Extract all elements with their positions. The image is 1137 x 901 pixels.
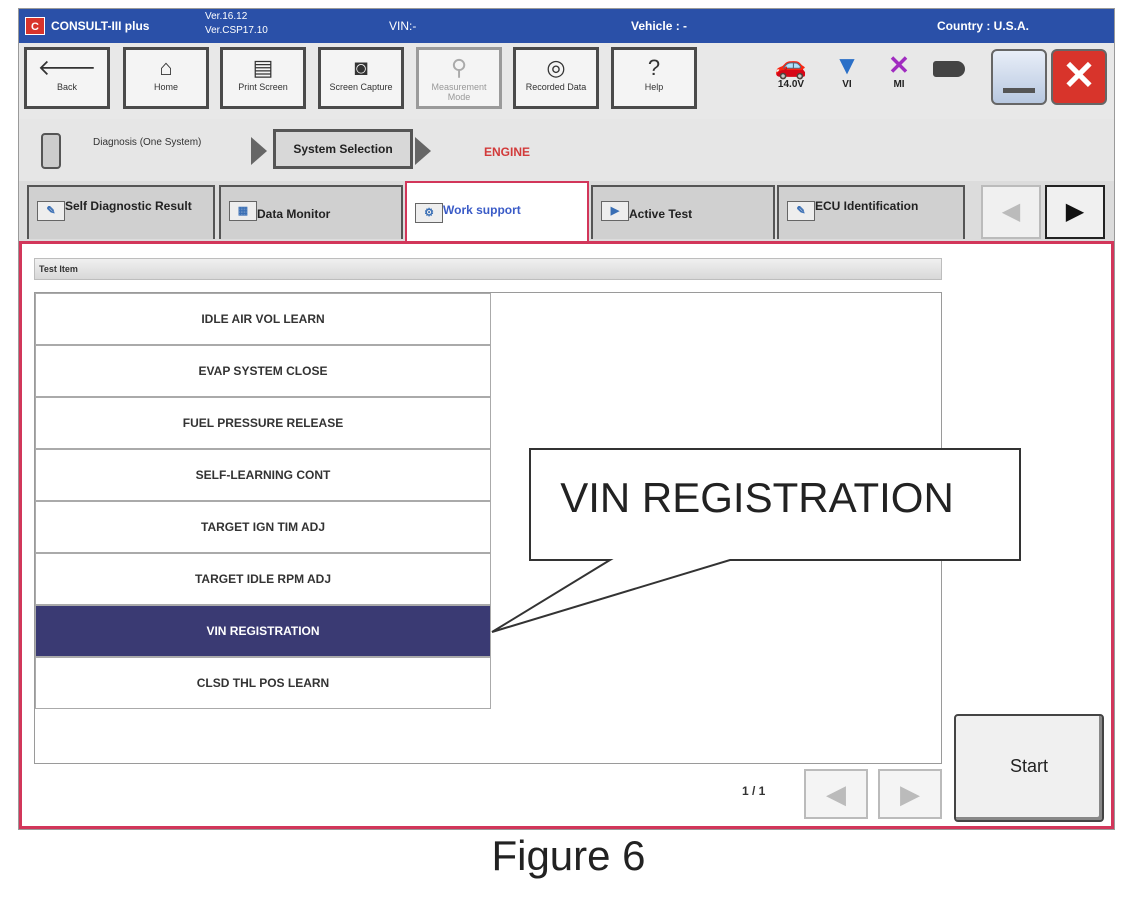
tab-data-monitor[interactable]: ▦ Data Monitor <box>219 185 403 239</box>
list-item[interactable]: TARGET IDLE RPM ADJ <box>35 553 491 605</box>
home-icon: ⌂ <box>159 55 173 80</box>
vin-label: VIN:- <box>389 19 417 33</box>
tab-label: Work support <box>443 203 521 217</box>
measurement-mode-label: Measurement Mode <box>431 82 487 102</box>
page-next-button[interactable]: ▶ <box>878 769 942 819</box>
tab-ecu-identification[interactable]: ✎ ECU Identification <box>777 185 965 239</box>
home-label: Home <box>153 82 178 92</box>
tab-label: Self Diagnostic Result <box>65 199 192 213</box>
tab-work-support[interactable]: ⚙ Work support <box>405 181 589 241</box>
vi-status: ▼ VI <box>827 51 867 90</box>
help-button[interactable]: ? Help <box>611 47 697 109</box>
close-icon: ✕ <box>1062 54 1096 98</box>
mi-x-icon: ✕ <box>888 50 910 80</box>
screen-capture-label: Screen Capture <box>329 82 393 92</box>
plug-icon <box>933 61 965 77</box>
minimize-button[interactable] <box>991 49 1047 105</box>
work-support-icon: ⚙ <box>415 203 443 223</box>
tab-label: Active Test <box>629 207 693 221</box>
vi-label: VI <box>842 79 852 90</box>
page-prev-button[interactable]: ◀ <box>804 769 868 819</box>
signal-icon: ▼ <box>834 50 860 80</box>
list-item[interactable]: SELF-LEARNING CONT <box>35 449 491 501</box>
app-name: CONSULT-III plus <box>51 19 150 33</box>
chevron-right-icon: ▶ <box>1065 198 1085 225</box>
tab-self-diagnostic-result[interactable]: ✎ Self Diagnostic Result <box>27 185 215 239</box>
back-button[interactable]: 🡐 Back <box>24 47 110 109</box>
active-test-icon: ▶ <box>601 201 629 221</box>
country-label: Country : U.S.A. <box>937 19 1029 33</box>
system-selection-button[interactable]: System Selection <box>273 129 413 169</box>
back-arrow-icon: 🡐 <box>37 55 97 80</box>
toolbar: 🡐 Back ⌂ Home ▤ Print Screen ◙ Screen Ca… <box>19 43 1114 120</box>
test-item-list: IDLE AIR VOL LEARN EVAP SYSTEM CLOSE FUE… <box>34 292 942 764</box>
chevron-left-icon: ◀ <box>826 779 846 809</box>
tab-label: ECU Identification <box>815 199 919 213</box>
list-item[interactable]: FUEL PRESSURE RELEASE <box>35 397 491 449</box>
breadcrumb: Diagnosis (One System) System Selection … <box>19 119 1114 182</box>
car-icon: 🚗 <box>774 50 808 80</box>
chevron-right-icon: ▶ <box>900 779 920 809</box>
recorded-data-label: Recorded Data <box>525 82 587 92</box>
list-item[interactable]: IDLE AIR VOL LEARN <box>35 293 491 345</box>
chevron-left-icon: ◀ <box>1001 198 1021 225</box>
measurement-mode-button[interactable]: ⚲ Measurement Mode <box>416 47 502 109</box>
breadcrumb-arrow-icon <box>415 137 431 165</box>
tab-scroll-right-button[interactable]: ▶ <box>1045 185 1105 239</box>
back-label: Back <box>56 82 77 92</box>
measurement-icon: ⚲ <box>450 55 468 80</box>
start-button[interactable]: Start <box>954 714 1104 822</box>
list-item[interactable]: CLSD THL POS LEARN <box>35 657 491 709</box>
minimize-icon <box>1003 88 1035 93</box>
tab-scroll-left-button[interactable]: ◀ <box>981 185 1041 239</box>
voltage-label: 14.0V <box>777 79 805 90</box>
battery-status: 🚗 14.0V <box>771 51 811 90</box>
recorded-data-icon: ◎ <box>546 55 566 80</box>
recorded-data-button[interactable]: ◎ Recorded Data <box>513 47 599 109</box>
tab-label: Data Monitor <box>257 207 331 221</box>
version-line1: Ver.16.12 <box>205 11 248 22</box>
list-item[interactable]: TARGET IGN TIM ADJ <box>35 501 491 553</box>
breadcrumb-diagnosis[interactable]: Diagnosis (One System) <box>93 137 202 148</box>
work-support-panel: Test Item IDLE AIR VOL LEARN EVAP SYSTEM… <box>19 241 1114 829</box>
camera-icon: ◙ <box>354 55 368 80</box>
test-item-header: Test Item <box>34 258 942 280</box>
home-button[interactable]: ⌂ Home <box>123 47 209 109</box>
tab-bar: ✎ Self Diagnostic Result ▦ Data Monitor … <box>19 181 1114 243</box>
ecu-identification-icon: ✎ <box>787 201 815 221</box>
printer-icon: ▤ <box>252 55 274 80</box>
self-diagnostic-icon: ✎ <box>37 201 65 221</box>
list-item-selected[interactable]: VIN REGISTRATION <box>35 605 491 657</box>
app-logo-icon: C <box>25 17 45 35</box>
help-icon: ? <box>647 55 661 80</box>
print-screen-label: Print Screen <box>238 82 288 92</box>
figure-caption: Figure 6 <box>491 832 646 879</box>
tab-active-test[interactable]: ▶ Active Test <box>591 185 775 239</box>
page-indicator: 1 / 1 <box>742 784 766 798</box>
print-screen-button[interactable]: ▤ Print Screen <box>220 47 306 109</box>
data-monitor-icon: ▦ <box>229 201 257 221</box>
vehicle-label: Vehicle : - <box>631 19 688 33</box>
mi-label: MI <box>893 79 905 90</box>
close-button[interactable]: ✕ <box>1051 49 1107 105</box>
screen-capture-button[interactable]: ◙ Screen Capture <box>318 47 404 109</box>
title-bar: C CONSULT-III plus Ver.16.12 Ver.CSP17.1… <box>19 9 1114 43</box>
breadcrumb-engine: ENGINE <box>484 145 531 159</box>
consult-window: C CONSULT-III plus Ver.16.12 Ver.CSP17.1… <box>18 8 1115 830</box>
list-item[interactable]: EVAP SYSTEM CLOSE <box>35 345 491 397</box>
mi-status: ✕ MI <box>879 51 919 90</box>
diagnosis-device-icon <box>41 133 61 169</box>
help-label: Help <box>644 82 664 92</box>
breadcrumb-arrow-icon <box>251 137 267 165</box>
version-line2: Ver.CSP17.10 <box>205 25 268 36</box>
